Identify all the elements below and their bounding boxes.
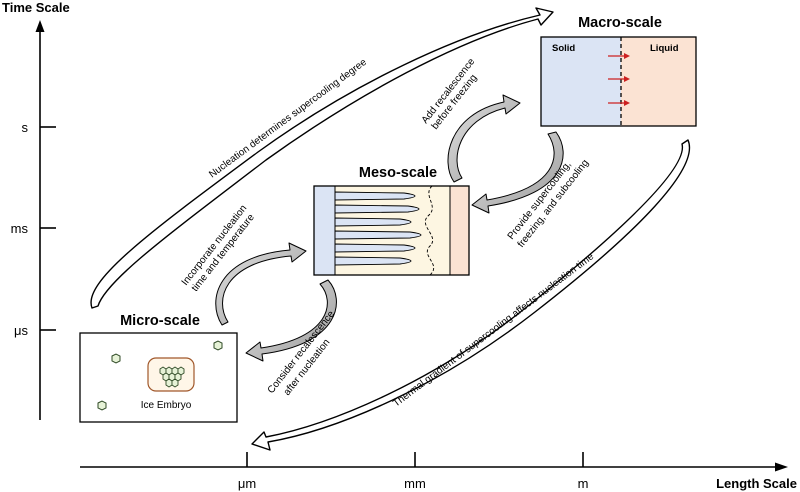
time-axis: Time Scale s ms μs — [2, 0, 70, 420]
liquid-region — [621, 37, 696, 126]
label-consider-recalescence: Consider recalescence after nucleation — [266, 309, 338, 398]
nucleation-long-arrow — [90, 7, 554, 309]
micro-scale-box: Ice Embryo — [79, 332, 238, 423]
arrow-meso-to-macro — [447, 94, 521, 183]
thermal-gradient-long-arrow — [251, 139, 691, 451]
meso-interface — [425, 185, 435, 276]
dendrites — [334, 191, 422, 266]
transfer-arrows — [215, 94, 564, 362]
length-axis-title: Length Scale — [716, 476, 797, 491]
tick-label-us: μs — [14, 323, 28, 338]
front-motion-arrows — [608, 53, 630, 106]
nucleation-degree-label: Nucleation determines supercooling degre… — [207, 57, 369, 181]
arrow-macro-to-meso — [471, 131, 564, 214]
tick-label-ms: ms — [11, 221, 29, 236]
arrow-micro-to-meso — [215, 242, 307, 326]
arrow-meso-to-micro — [245, 279, 337, 362]
meso-scale-box — [313, 185, 470, 276]
macro-scale-box: Solid Liquid — [540, 36, 697, 127]
ice-embryo-label: Ice Embryo — [141, 400, 192, 411]
liquid-label: Liquid — [650, 43, 679, 54]
time-axis-title: Time Scale — [2, 0, 70, 15]
solid-region — [541, 37, 621, 126]
meso-solid-region — [314, 186, 335, 275]
meso-scale-title: Meso-scale — [359, 165, 437, 181]
ice-embryo-cluster — [159, 366, 185, 388]
tick-label-um: μm — [238, 476, 256, 491]
tick-label-mm: mm — [404, 476, 426, 491]
micro-scale-title: Micro-scale — [120, 313, 200, 329]
meso-liquid-region — [450, 186, 469, 275]
solid-label: Solid — [552, 43, 575, 54]
length-axis-arrowhead — [775, 462, 788, 472]
tick-label-m: m — [578, 476, 589, 491]
time-axis-arrowhead — [35, 20, 45, 32]
tick-label-s: s — [22, 120, 29, 135]
water-molecules — [97, 340, 223, 411]
macro-scale-title: Macro-scale — [578, 15, 662, 31]
length-axis: μm mm m Length Scale — [80, 452, 797, 491]
